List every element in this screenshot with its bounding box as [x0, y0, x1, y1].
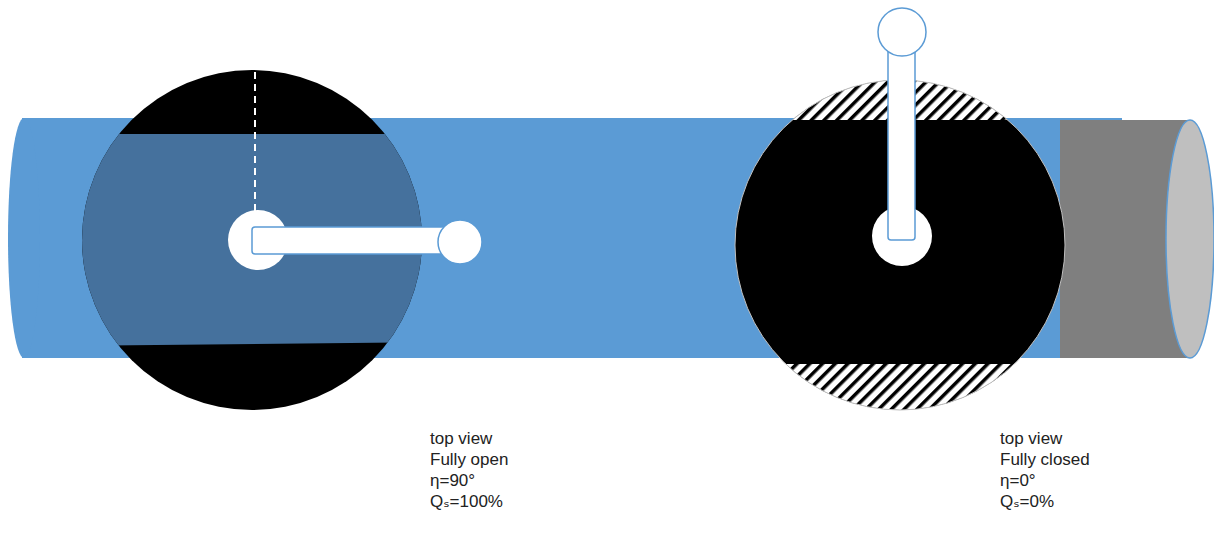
caption-line: η=0° — [1000, 470, 1036, 491]
closed-valve-disc — [730, 8, 1070, 414]
caption-line: Qₛ=0% — [1000, 491, 1054, 512]
caption-line: Fully closed — [1000, 449, 1090, 470]
caption-line: top view — [430, 428, 492, 449]
caption-line: η=90° — [430, 470, 475, 491]
caption-line: Qₛ=100% — [430, 491, 503, 512]
open-valve-disc — [60, 70, 482, 410]
caption-line: top view — [1000, 428, 1062, 449]
caption-line: Fully open — [430, 449, 508, 470]
